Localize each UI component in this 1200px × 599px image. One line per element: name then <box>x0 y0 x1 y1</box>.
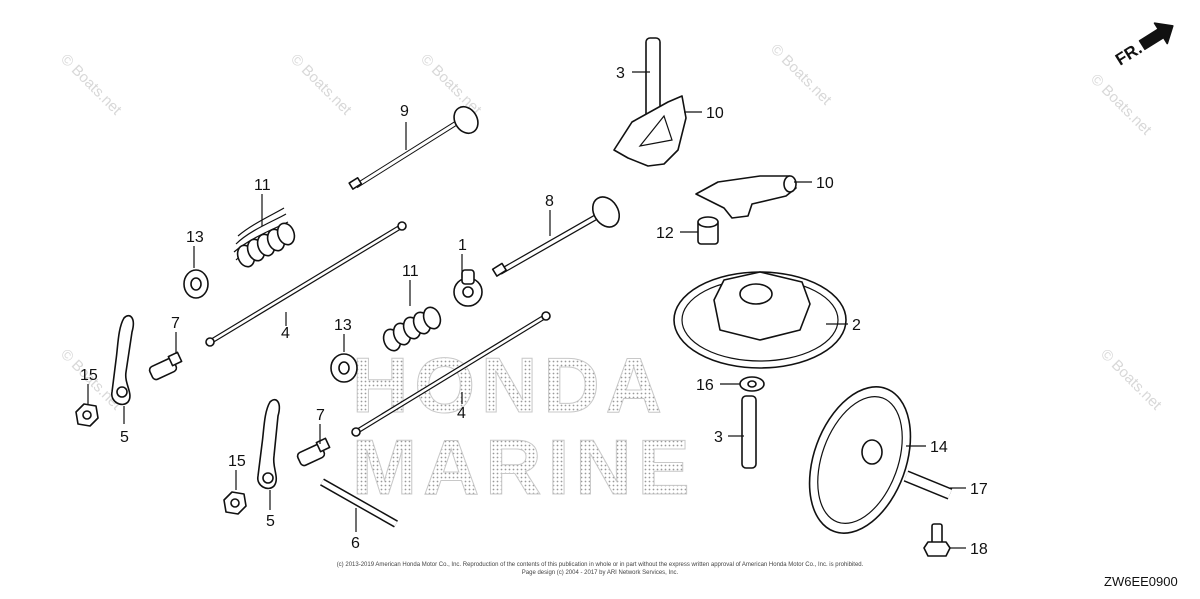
part-collar-12 <box>697 216 719 245</box>
brand-watermark: HONDA MARINE <box>352 341 696 512</box>
brand-line-2: MARINE <box>352 423 696 511</box>
callout-15: 15 <box>80 367 98 384</box>
part-pin-3b <box>741 395 757 469</box>
watermark: © Boats.net <box>1087 71 1155 139</box>
callout-18: 18 <box>970 541 988 558</box>
callout-11: 11 <box>254 177 271 194</box>
part-pin-17 <box>903 470 953 500</box>
part-valve-8 <box>491 196 621 277</box>
callout-10: 10 <box>706 105 724 122</box>
part-retainer-13a <box>183 269 209 299</box>
part-nut-15a <box>75 403 99 427</box>
callout-5: 5 <box>120 429 129 446</box>
part-retainer-13b <box>330 353 358 383</box>
watermark: © Boats.net <box>417 51 485 119</box>
front-direction-indicator: FR. <box>1112 22 1174 69</box>
callout-17: 17 <box>970 481 988 498</box>
direction-arrow-icon <box>1138 22 1174 51</box>
copyright-line-2: Page design (c) 2004 - 2017 by ARI Netwo… <box>522 570 679 576</box>
part-bolt-18 <box>923 523 951 557</box>
watermark: © Boats.net <box>1097 346 1165 414</box>
callout-5: 5 <box>266 513 275 530</box>
brand-line-1: HONDA <box>352 341 668 429</box>
callout-1: 1 <box>458 237 467 254</box>
part-rocker-arm-5a <box>111 314 135 406</box>
callout-7: 7 <box>171 315 180 332</box>
part-cam-follower-10b <box>695 175 797 219</box>
callout-13: 13 <box>186 229 204 246</box>
part-pushrod-4b <box>351 311 551 437</box>
callout-9: 9 <box>400 103 409 120</box>
part-shaft-6 <box>320 478 398 528</box>
diagram-code: ZW6EE0900 <box>1104 574 1178 589</box>
part-valve-9 <box>348 105 479 190</box>
part-washer-16 <box>739 376 765 392</box>
callout-numbers: 9 11 13 8 1 11 4 13 7 15 5 4 7 15 5 6 3 … <box>80 65 988 558</box>
part-nut-15b <box>223 491 247 515</box>
part-screw-7b <box>296 437 331 467</box>
callout-3: 3 <box>714 429 723 446</box>
callout-3: 3 <box>616 65 625 82</box>
callout-2: 2 <box>852 317 861 334</box>
part-camshaft-gear-2 <box>673 271 847 369</box>
part-spring-11b <box>382 306 442 352</box>
copyright-line-1: (c) 2013-2019 American Honda Motor Co., … <box>337 562 864 568</box>
callout-14: 14 <box>930 439 948 456</box>
callout-13: 13 <box>334 317 352 334</box>
part-screw-7a <box>148 351 183 381</box>
callout-6: 6 <box>351 535 360 552</box>
watermark: © Boats.net <box>767 41 835 109</box>
callout-8: 8 <box>545 193 554 210</box>
part-rocker-arm-5b <box>257 398 281 490</box>
part-cam-follower-10a <box>613 95 687 167</box>
footer: (c) 2013-2019 American Honda Motor Co., … <box>337 562 1178 589</box>
callout-4: 4 <box>457 405 466 422</box>
part-seal-1 <box>453 269 483 307</box>
callout-10: 10 <box>816 175 834 192</box>
callout-4: 4 <box>281 325 290 342</box>
callout-15: 15 <box>228 453 246 470</box>
callout-11: 11 <box>402 263 419 280</box>
callout-7: 7 <box>316 407 325 424</box>
leader-lines <box>87 71 966 549</box>
watermark: © Boats.net <box>287 51 355 119</box>
part-spring-11a <box>233 207 296 268</box>
part-pushrod-4a <box>205 221 407 347</box>
part-pulley-14 <box>808 386 912 534</box>
watermark: © Boats.net <box>57 51 125 119</box>
callout-16: 16 <box>696 377 714 394</box>
callout-12: 12 <box>656 225 674 242</box>
